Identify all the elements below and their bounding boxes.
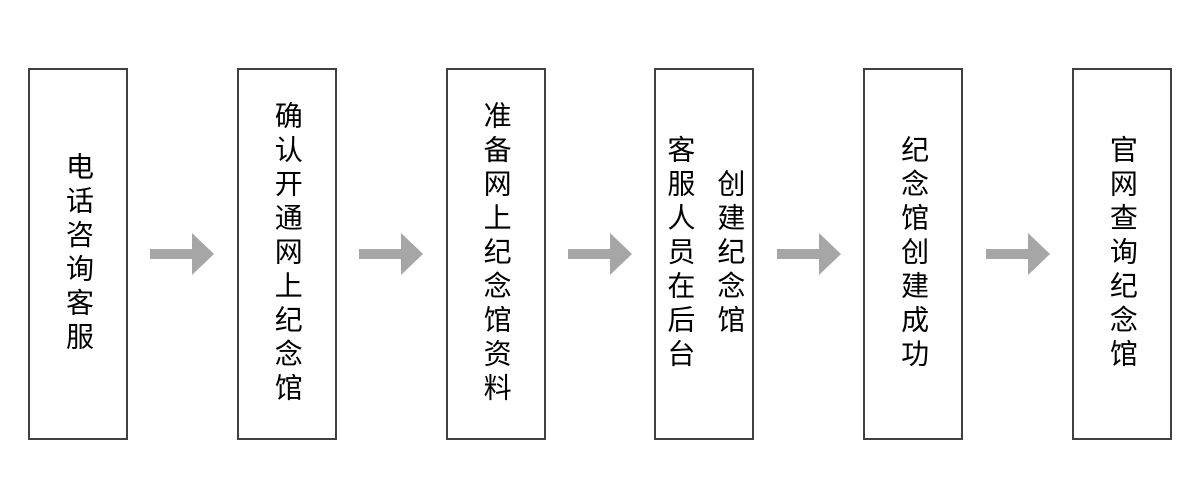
flow-step-label: 官网查询纪念馆 [1106, 135, 1138, 373]
flow-step-2: 确认开通网上纪念馆 [236, 68, 337, 440]
flow-step-label: 客服人员在后台 创建纪念馆 [664, 135, 746, 373]
flowchart: 电话咨询客服 确认开通网上纪念馆 准备网上纪念馆资料 客服人员在后台 创建纪念馆… [28, 68, 1172, 440]
right-arrow-icon [359, 233, 424, 275]
flow-step-5: 纪念馆创建成功 [863, 68, 964, 440]
flow-step-label: 电话咨询客服 [63, 152, 94, 356]
flow-step-4: 客服人员在后台 创建纪念馆 [654, 68, 755, 440]
flow-step-label: 确认开通网上纪念馆 [271, 101, 303, 407]
flow-step-label: 纪念馆创建成功 [898, 135, 930, 373]
flow-step-6: 官网查询纪念馆 [1071, 68, 1172, 440]
right-arrow-icon [776, 233, 841, 275]
right-arrow-icon [567, 233, 632, 275]
right-arrow-icon [150, 233, 215, 275]
flow-step-label: 准备网上纪念馆资料 [480, 101, 512, 407]
flow-step-3: 准备网上纪念馆资料 [445, 68, 546, 440]
right-arrow-icon [985, 233, 1050, 275]
flow-step-1: 电话咨询客服 [28, 68, 128, 440]
